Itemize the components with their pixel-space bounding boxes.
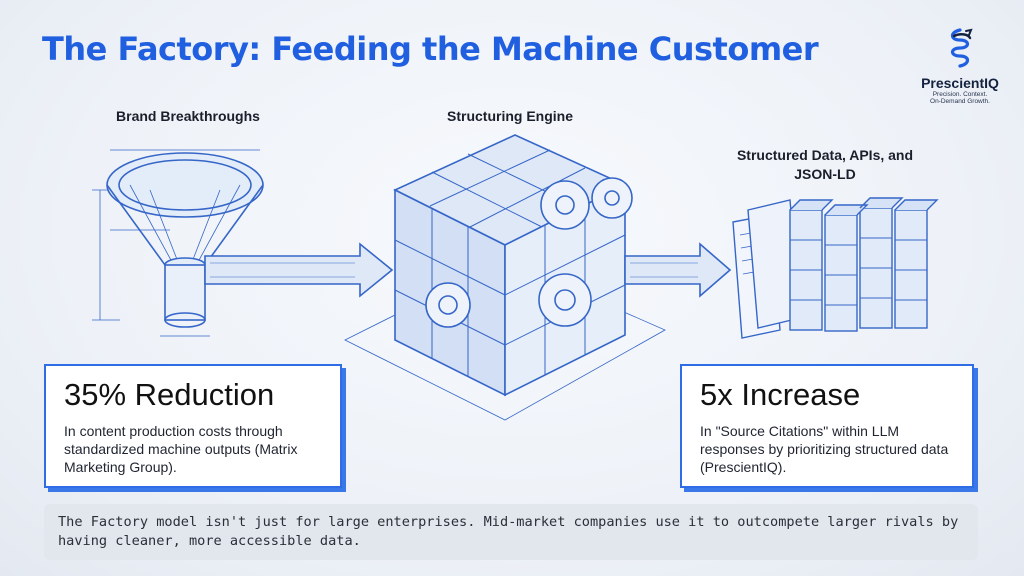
stat-card-citation-increase: 5x Increase In "Source Citations" within… — [680, 364, 974, 488]
stage-label-structuring-engine: Structuring Engine — [447, 108, 573, 124]
page-title: The Factory: Feeding the Machine Custome… — [42, 30, 819, 68]
stage-label-structured-data: Structured Data, APIs, and JSON-LD — [736, 147, 914, 182]
prescientiq-logo-icon — [950, 28, 973, 68]
logo-tagline-line1: Precision. Context. — [932, 91, 988, 98]
flow-arrow-icon — [624, 242, 732, 298]
flow-arrow-icon — [204, 242, 394, 298]
footer-note: The Factory model isn't just for large e… — [44, 504, 978, 560]
brand-logo: PrescientIQ Precision. Context. On-Deman… — [905, 28, 1015, 105]
stat-description: In content production costs through stan… — [64, 423, 298, 475]
stage-label-brand-breakthroughs: Brand Breakthroughs — [116, 108, 260, 124]
stat-description: In "Source Citations" within LLM respons… — [700, 423, 949, 475]
structuring-engine-icon — [344, 134, 666, 421]
stat-card-cost-reduction: 35% Reduction In content production cost… — [44, 364, 342, 488]
logo-wordmark: PrescientIQ — [921, 75, 999, 91]
stat-value: 5x Increase — [700, 377, 861, 412]
funnel-icon — [92, 149, 264, 337]
stat-value: 35% Reduction — [64, 377, 275, 412]
logo-tagline-line2: On-Demand Growth. — [930, 98, 990, 105]
structured-data-servers-icon — [732, 197, 939, 339]
